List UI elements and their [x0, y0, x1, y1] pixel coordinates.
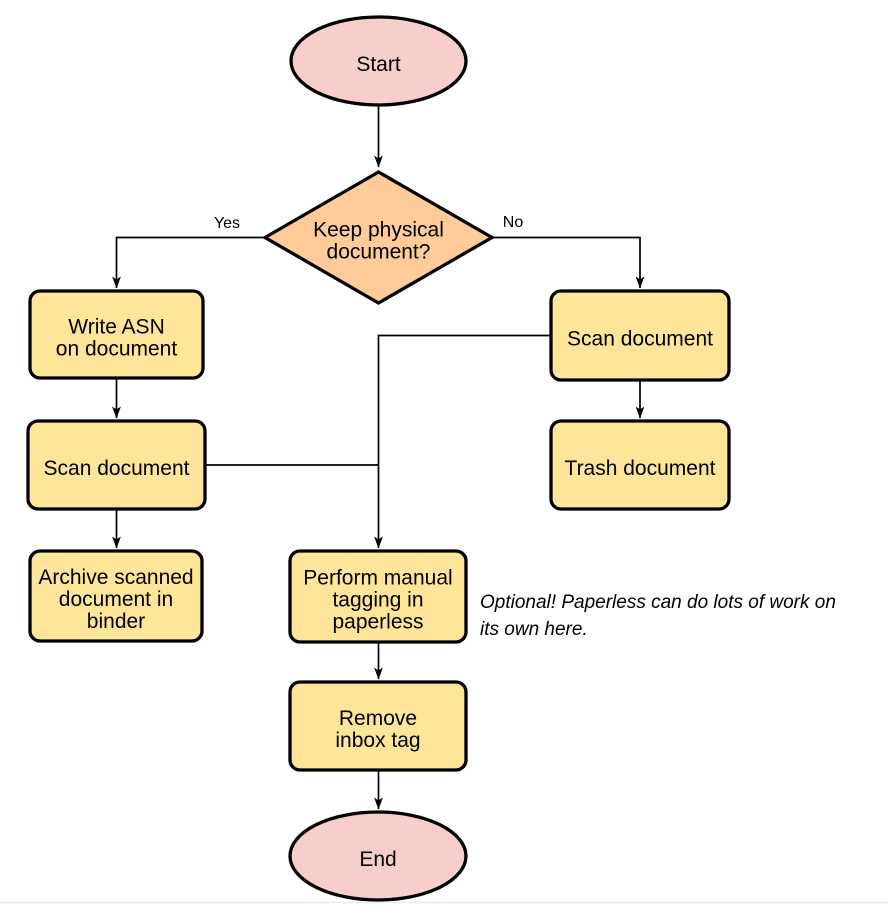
start-shape — [289, 15, 468, 107]
keep-physical-document-decision-shape — [261, 170, 496, 305]
remove-inbox-tag-shape — [288, 680, 468, 772]
scan-document-left-shape — [26, 419, 207, 511]
archive-scanned-document-in-binder-shape — [28, 549, 204, 643]
trash-document-label: Trash document — [565, 457, 716, 480]
scan-right-to-tagging-connector — [374, 334, 551, 549]
node-trash-document[interactable]: Trash document — [549, 419, 731, 511]
node-scan-document-left[interactable]: Scan document — [26, 419, 207, 511]
node-scan-document-right[interactable]: Scan document — [549, 289, 731, 382]
decision-no-to-scan-right-label: No — [503, 214, 524, 231]
optional-note: Optional! Paperless can do lots of work … — [480, 589, 836, 643]
edges-layer: Yes No — [112, 105, 645, 810]
optional-note-line-2: its own here. — [480, 619, 588, 640]
scan-document-left-label: Scan document — [44, 457, 190, 480]
decision-yes-to-write-asn-connector — [112, 236, 265, 289]
start-label: Start — [356, 53, 401, 76]
node-start[interactable]: Start — [289, 15, 468, 107]
trash-document-shape — [549, 419, 731, 511]
node-end[interactable]: End — [288, 810, 468, 902]
end-label: End — [359, 848, 396, 871]
decision-yes-to-write-asn-label: Yes — [214, 215, 240, 232]
scan-document-right-label: Scan document — [567, 328, 713, 351]
decision-no-to-scan-right-connector — [492, 236, 645, 289]
perform-manual-tagging-in-paperless-shape — [288, 549, 468, 644]
end-shape — [288, 810, 468, 902]
optional-note-line-1: Optional! Paperless can do lots of work … — [480, 592, 836, 613]
scan-document-right-shape — [549, 289, 731, 382]
write-asn-on-document-shape — [28, 289, 205, 380]
